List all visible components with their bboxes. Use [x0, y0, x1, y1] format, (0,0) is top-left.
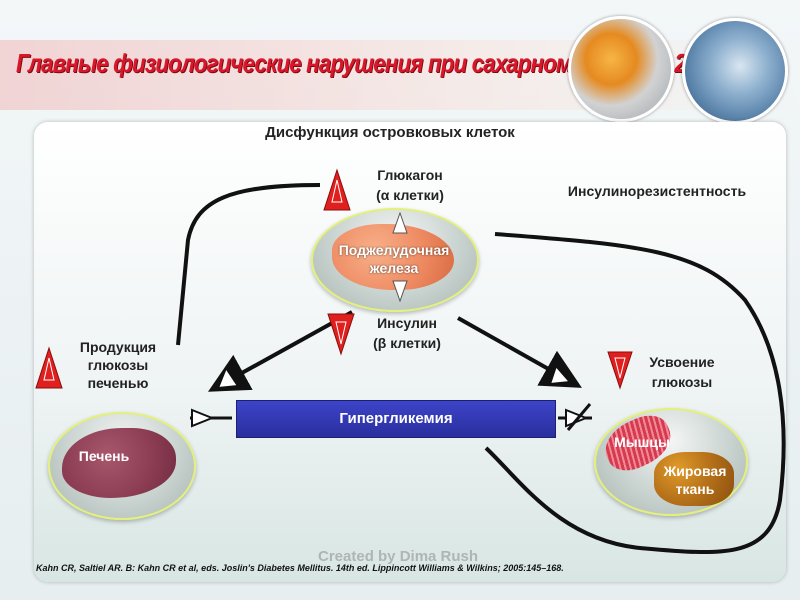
insulin-line-1: Инсулин [377, 315, 437, 331]
insulin-resistance-loop [484, 232, 786, 555]
uptake-line-1: Усвоение [649, 354, 715, 370]
insulin-line-2: (β клетки) [373, 335, 441, 351]
insulin-liver-arrow [208, 310, 353, 392]
watermark: Created by Dima Rush [318, 548, 479, 565]
glucose-uptake-label: Усвоение глюкозы [624, 352, 740, 392]
glucagon-label: Глюкагон (α клетки) [350, 165, 470, 205]
fat-line-2: ткань [675, 481, 715, 497]
pills-photo [568, 16, 674, 122]
doctor-photo [682, 18, 788, 124]
liver-production-line-1: Продукция [79, 339, 157, 355]
blocked-mark [566, 403, 592, 431]
liver-glucose-production-label: Продукция глюкозы печенью [56, 338, 180, 392]
reference-citation: Kahn CR, Saltiel AR. B: Kahn CR et al, e… [36, 563, 564, 573]
hyperglycemia-box: Гипергликемия [236, 400, 556, 438]
liver-illustration [62, 428, 176, 498]
muscle-label: Мышцы [614, 434, 670, 450]
liver-production-line-3: печенью [87, 375, 149, 391]
pancreas-line-1: Поджелудочная [338, 242, 450, 258]
glucagon-line-2: (α клетки) [376, 187, 444, 203]
glucagon-up-triangle-icon [323, 168, 351, 211]
liver-label: Печень [78, 448, 130, 464]
pancreas-illustration [332, 224, 454, 290]
glucagon-liver-line [176, 183, 321, 346]
fat-tissue-illustration [654, 452, 734, 506]
insulin-muscle-outline-arrowhead [548, 364, 573, 386]
uptake-line-2: глюкозы [651, 374, 713, 390]
islet-dysfunction-heading: Дисфункция островковых клеток [265, 124, 515, 141]
pancreas-label: Поджелудочная железа [318, 241, 470, 277]
fat-line-1: Жировая [663, 463, 727, 479]
liver-production-up-triangle-icon [35, 346, 63, 389]
pancreas-down-arrow-icon [392, 280, 408, 302]
insulin-label: Инсулин (β клетки) [352, 313, 462, 353]
insulin-muscle-arrow [457, 316, 582, 388]
glucagon-line-1: Глюкагон [377, 167, 443, 183]
pancreas-up-arrow-icon [392, 212, 408, 234]
liver-production-line-2: глюкозы [87, 357, 149, 373]
liver-entry-arrowhead [191, 408, 215, 428]
uptake-down-triangle-icon [607, 351, 633, 390]
insulin-down-triangle-icon [327, 313, 355, 356]
insulin-resistance-label: Инсулинорезистентность [567, 183, 747, 199]
fat-tissue-label: Жировая ткань [650, 462, 740, 498]
pancreas-line-2: железа [369, 260, 419, 276]
insulin-liver-outline-arrowhead [216, 365, 240, 390]
